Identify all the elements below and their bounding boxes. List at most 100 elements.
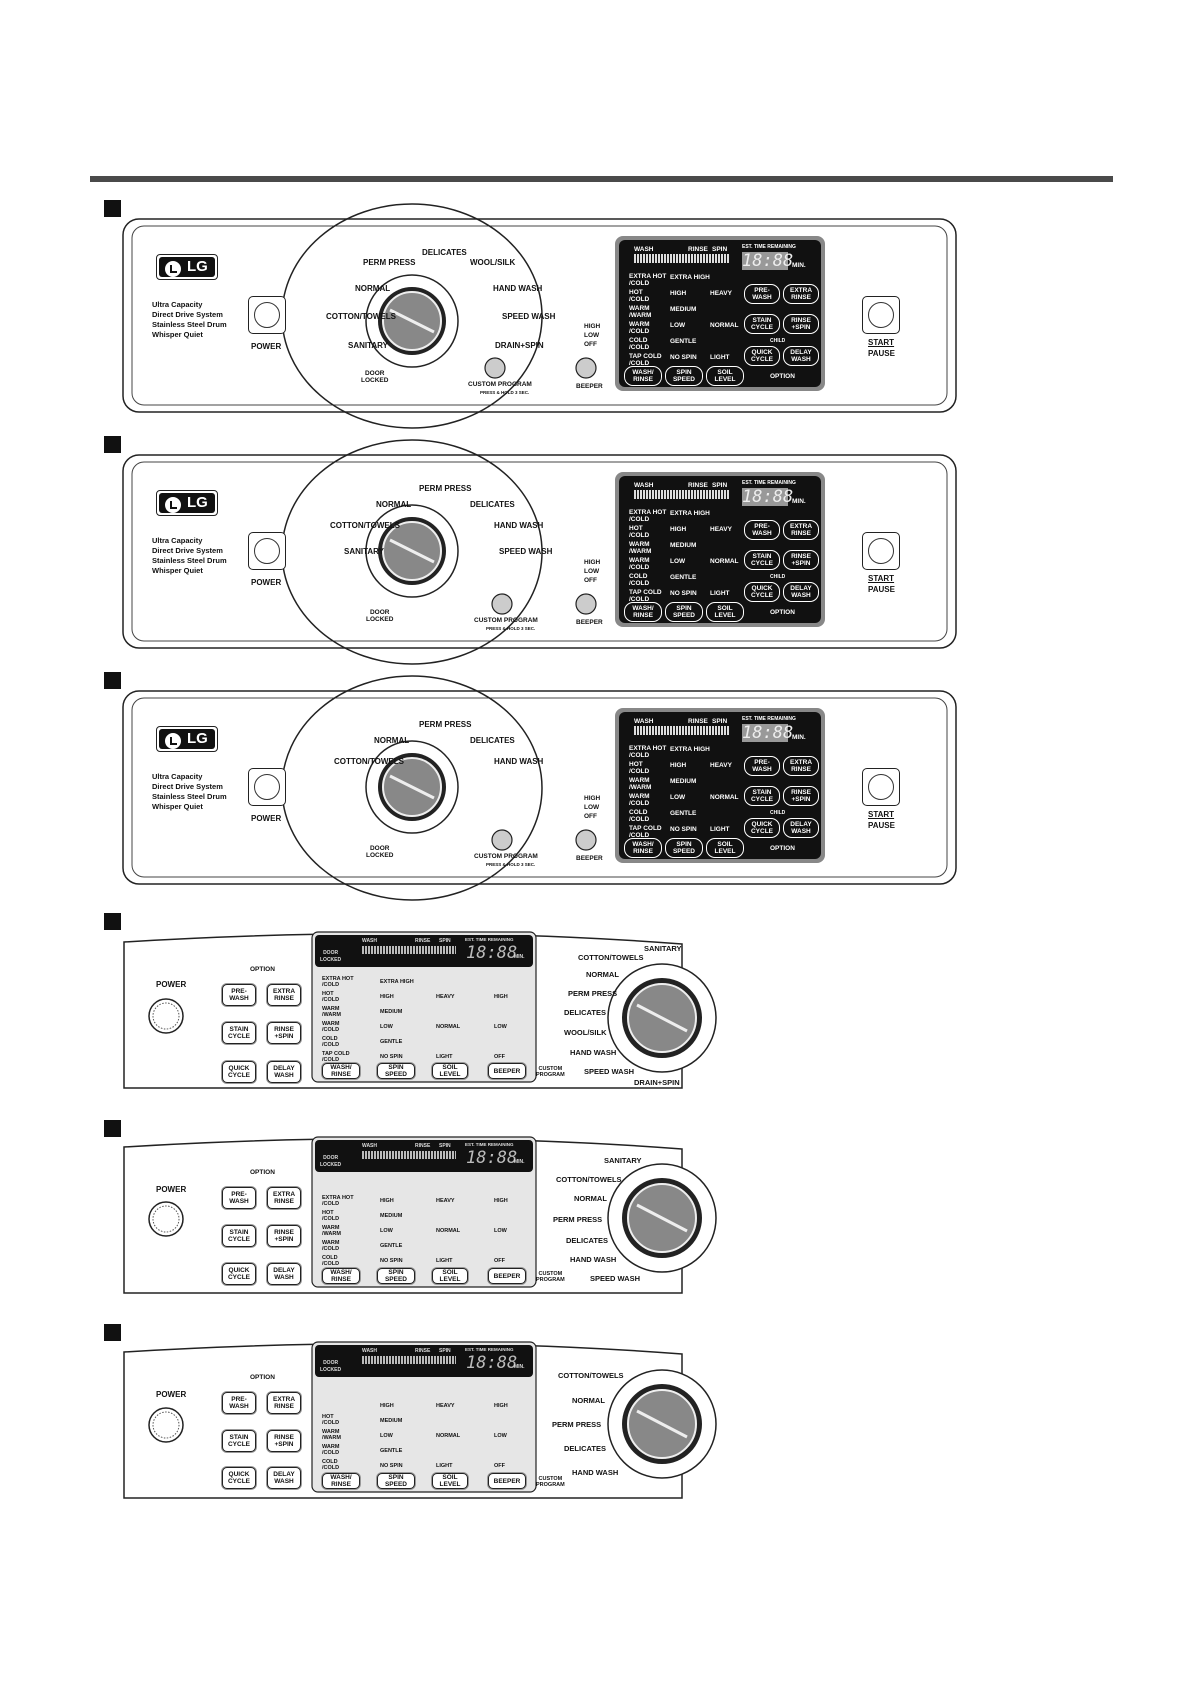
- extra-rinse-button[interactable]: EXTRA RINSE: [783, 756, 819, 776]
- spin-speed-button[interactable]: SPIN SPEED: [377, 1473, 415, 1489]
- pre-wash-button[interactable]: PRE- WASH: [744, 520, 780, 540]
- start-pause-button[interactable]: [862, 532, 900, 570]
- pre-wash-button[interactable]: PRE- WASH: [744, 756, 780, 776]
- cycle-perm-press[interactable]: PERM PRESS: [363, 258, 416, 267]
- wash-rinse-button[interactable]: WASH/ RINSE: [322, 1063, 360, 1079]
- cycle-hand-wash[interactable]: HAND WASH: [570, 1048, 617, 1057]
- cycle-speed-wash[interactable]: SPEED WASH: [502, 312, 556, 321]
- extra-rinse-button[interactable]: EXTRA RINSE: [267, 984, 301, 1006]
- cycle-cotton-towels[interactable]: COTTON/TOWELS: [334, 757, 404, 766]
- custom-program-label[interactable]: CUSTOM PROGRAM: [536, 1476, 565, 1488]
- delay-wash-button[interactable]: DELAY WASH: [267, 1263, 301, 1285]
- stain-cycle-button[interactable]: STAIN CYCLE: [222, 1225, 256, 1247]
- cycle-speed-wash[interactable]: SPEED WASH: [584, 1067, 635, 1076]
- cycle-drain-spin[interactable]: DRAIN+SPIN: [634, 1078, 680, 1087]
- wash-rinse-button[interactable]: WASH/ RINSE: [624, 366, 662, 386]
- custom-program-label[interactable]: CUSTOM PROGRAM: [536, 1271, 565, 1283]
- pre-wash-button[interactable]: PRE- WASH: [222, 1187, 256, 1209]
- rinse-spin-button[interactable]: RINSE +SPIN: [267, 1022, 301, 1044]
- quick-cycle-button[interactable]: QUICK CYCLE: [222, 1467, 256, 1489]
- cycle-wool-silk[interactable]: WOOL/SILK: [470, 258, 516, 267]
- wash-rinse-button[interactable]: WASH/ RINSE: [624, 838, 662, 858]
- power-button[interactable]: [248, 296, 286, 334]
- pre-wash-button[interactable]: PRE- WASH: [222, 984, 256, 1006]
- spin-speed-button[interactable]: SPIN SPEED: [665, 366, 703, 386]
- cycle-normal[interactable]: NORMAL: [374, 736, 410, 745]
- extra-rinse-button[interactable]: EXTRA RINSE: [267, 1187, 301, 1209]
- cycle-delicates[interactable]: DELICATES: [564, 1444, 606, 1453]
- cycle-cotton-towels[interactable]: COTTON/TOWELS: [578, 953, 644, 962]
- soil-level-button[interactable]: SOIL LEVEL: [706, 838, 744, 858]
- rinse-spin-button[interactable]: RINSE +SPIN: [783, 550, 819, 570]
- cycle-delicates[interactable]: DELICATES: [470, 500, 515, 509]
- delay-wash-button[interactable]: DELAY WASH: [267, 1467, 301, 1489]
- spin-speed-button[interactable]: SPIN SPEED: [377, 1268, 415, 1284]
- rinse-spin-button[interactable]: RINSE +SPIN: [267, 1430, 301, 1452]
- delay-wash-button[interactable]: DELAY WASH: [267, 1061, 301, 1083]
- delay-wash-button[interactable]: DELAY WASH: [783, 818, 819, 838]
- cycle-speed-wash[interactable]: SPEED WASH: [499, 547, 553, 556]
- cycle-hand-wash[interactable]: HAND WASH: [572, 1468, 619, 1477]
- custom-program-label[interactable]: CUSTOM PROGRAM: [536, 1066, 565, 1078]
- soil-level-button[interactable]: SOIL LEVEL: [432, 1268, 468, 1284]
- cycle-speed-wash[interactable]: SPEED WASH: [590, 1274, 641, 1283]
- cycle-hand-wash[interactable]: HAND WASH: [494, 757, 544, 766]
- soil-level-button[interactable]: SOIL LEVEL: [432, 1473, 468, 1489]
- cycle-sanitary[interactable]: SANITARY: [348, 341, 388, 350]
- start-pause-button[interactable]: [862, 296, 900, 334]
- cycle-perm-press[interactable]: PERM PRESS: [552, 1420, 602, 1429]
- cycle-perm-press[interactable]: PERM PRESS: [568, 989, 618, 998]
- cycle-normal[interactable]: NORMAL: [572, 1396, 605, 1405]
- soil-level-button[interactable]: SOIL LEVEL: [432, 1063, 468, 1079]
- rinse-spin-button[interactable]: RINSE +SPIN: [267, 1225, 301, 1247]
- spin-speed-button[interactable]: SPIN SPEED: [665, 602, 703, 622]
- quick-cycle-button[interactable]: QUICK CYCLE: [222, 1263, 256, 1285]
- quick-cycle-button[interactable]: QUICK CYCLE: [744, 582, 780, 602]
- power-button[interactable]: [248, 768, 286, 806]
- spin-speed-button[interactable]: SPIN SPEED: [665, 838, 703, 858]
- stain-cycle-button[interactable]: STAIN CYCLE: [744, 786, 780, 806]
- power-button[interactable]: [248, 532, 286, 570]
- cycle-sanitary[interactable]: SANITARY: [344, 547, 384, 556]
- cycle-perm-press[interactable]: PERM PRESS: [419, 720, 472, 729]
- cycle-cotton-towels[interactable]: COTTON/TOWELS: [330, 521, 400, 530]
- pre-wash-button[interactable]: PRE- WASH: [744, 284, 780, 304]
- extra-rinse-button[interactable]: EXTRA RINSE: [783, 520, 819, 540]
- cycle-cotton-towels[interactable]: COTTON/TOWELS: [558, 1371, 624, 1380]
- delay-wash-button[interactable]: DELAY WASH: [783, 582, 819, 602]
- cycle-normal[interactable]: NORMAL: [376, 500, 412, 509]
- cycle-hand-wash[interactable]: HAND WASH: [493, 284, 543, 293]
- rinse-spin-button[interactable]: RINSE +SPIN: [783, 314, 819, 334]
- cycle-sanitary[interactable]: SANITARY: [644, 944, 682, 953]
- cycle-perm-press[interactable]: PERM PRESS: [419, 484, 472, 493]
- wash-rinse-button[interactable]: WASH/ RINSE: [322, 1268, 360, 1284]
- stain-cycle-button[interactable]: STAIN CYCLE: [744, 314, 780, 334]
- stain-cycle-button[interactable]: STAIN CYCLE: [222, 1430, 256, 1452]
- soil-level-button[interactable]: SOIL LEVEL: [706, 602, 744, 622]
- cycle-normal[interactable]: NORMAL: [355, 284, 391, 293]
- cycle-cotton-towels[interactable]: COTTON/TOWELS: [556, 1175, 622, 1184]
- pre-wash-button[interactable]: PRE- WASH: [222, 1392, 256, 1414]
- delay-wash-button[interactable]: DELAY WASH: [783, 346, 819, 366]
- beeper-button[interactable]: BEEPER: [488, 1063, 526, 1079]
- quick-cycle-button[interactable]: QUICK CYCLE: [744, 818, 780, 838]
- extra-rinse-button[interactable]: EXTRA RINSE: [267, 1392, 301, 1414]
- quick-cycle-button[interactable]: QUICK CYCLE: [222, 1061, 256, 1083]
- cycle-sanitary[interactable]: SANITARY: [604, 1156, 642, 1165]
- cycle-drain-spin[interactable]: DRAIN+SPIN: [495, 341, 544, 350]
- cycle-hand-wash[interactable]: HAND WASH: [494, 521, 544, 530]
- cycle-normal[interactable]: NORMAL: [574, 1194, 607, 1203]
- quick-cycle-button[interactable]: QUICK CYCLE: [744, 346, 780, 366]
- extra-rinse-button[interactable]: EXTRA RINSE: [783, 284, 819, 304]
- cycle-delicates[interactable]: DELICATES: [470, 736, 515, 745]
- cycle-hand-wash[interactable]: HAND WASH: [570, 1255, 617, 1264]
- spin-speed-button[interactable]: SPIN SPEED: [377, 1063, 415, 1079]
- soil-level-button[interactable]: SOIL LEVEL: [706, 366, 744, 386]
- stain-cycle-button[interactable]: STAIN CYCLE: [744, 550, 780, 570]
- cycle-wool-silk[interactable]: WOOL/SILK: [564, 1028, 607, 1037]
- beeper-button[interactable]: BEEPER: [488, 1473, 526, 1489]
- beeper-button[interactable]: BEEPER: [488, 1268, 526, 1284]
- cycle-delicates[interactable]: DELICATES: [566, 1236, 608, 1245]
- cycle-delicates[interactable]: DELICATES: [564, 1008, 606, 1017]
- cycle-delicates[interactable]: DELICATES: [422, 248, 467, 257]
